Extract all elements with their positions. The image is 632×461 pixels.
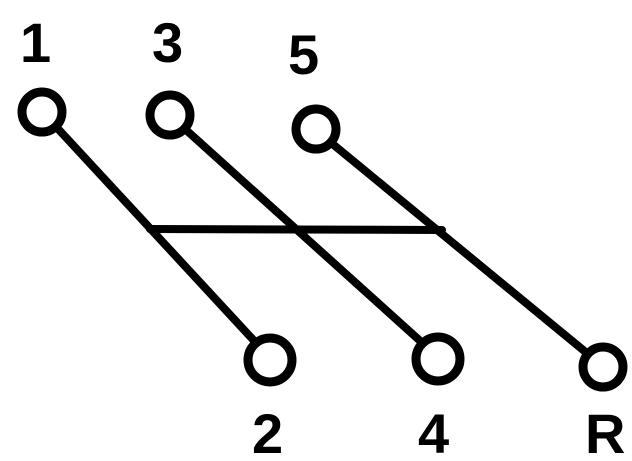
gear-node-4: [411, 332, 465, 386]
gear-label-5: 5: [288, 23, 319, 86]
gear-label-2: 2: [252, 402, 283, 461]
shift-path-5-r: [314, 128, 609, 372]
gear-node-1: [17, 87, 67, 137]
gear-label-3: 3: [152, 11, 183, 74]
shift-path-1-2: [44, 114, 274, 362]
gear-node-r: [578, 342, 628, 392]
gear-node-5: [291, 104, 341, 154]
gear-label-1: 1: [20, 11, 51, 74]
gear-label-r: R: [585, 402, 625, 461]
neutral-crossbar: [146, 225, 446, 234]
gear-label-4: 4: [418, 402, 449, 461]
shift-path-3-4: [171, 116, 442, 361]
gear-node-2: [243, 333, 297, 387]
gear-node-3: [145, 90, 195, 140]
